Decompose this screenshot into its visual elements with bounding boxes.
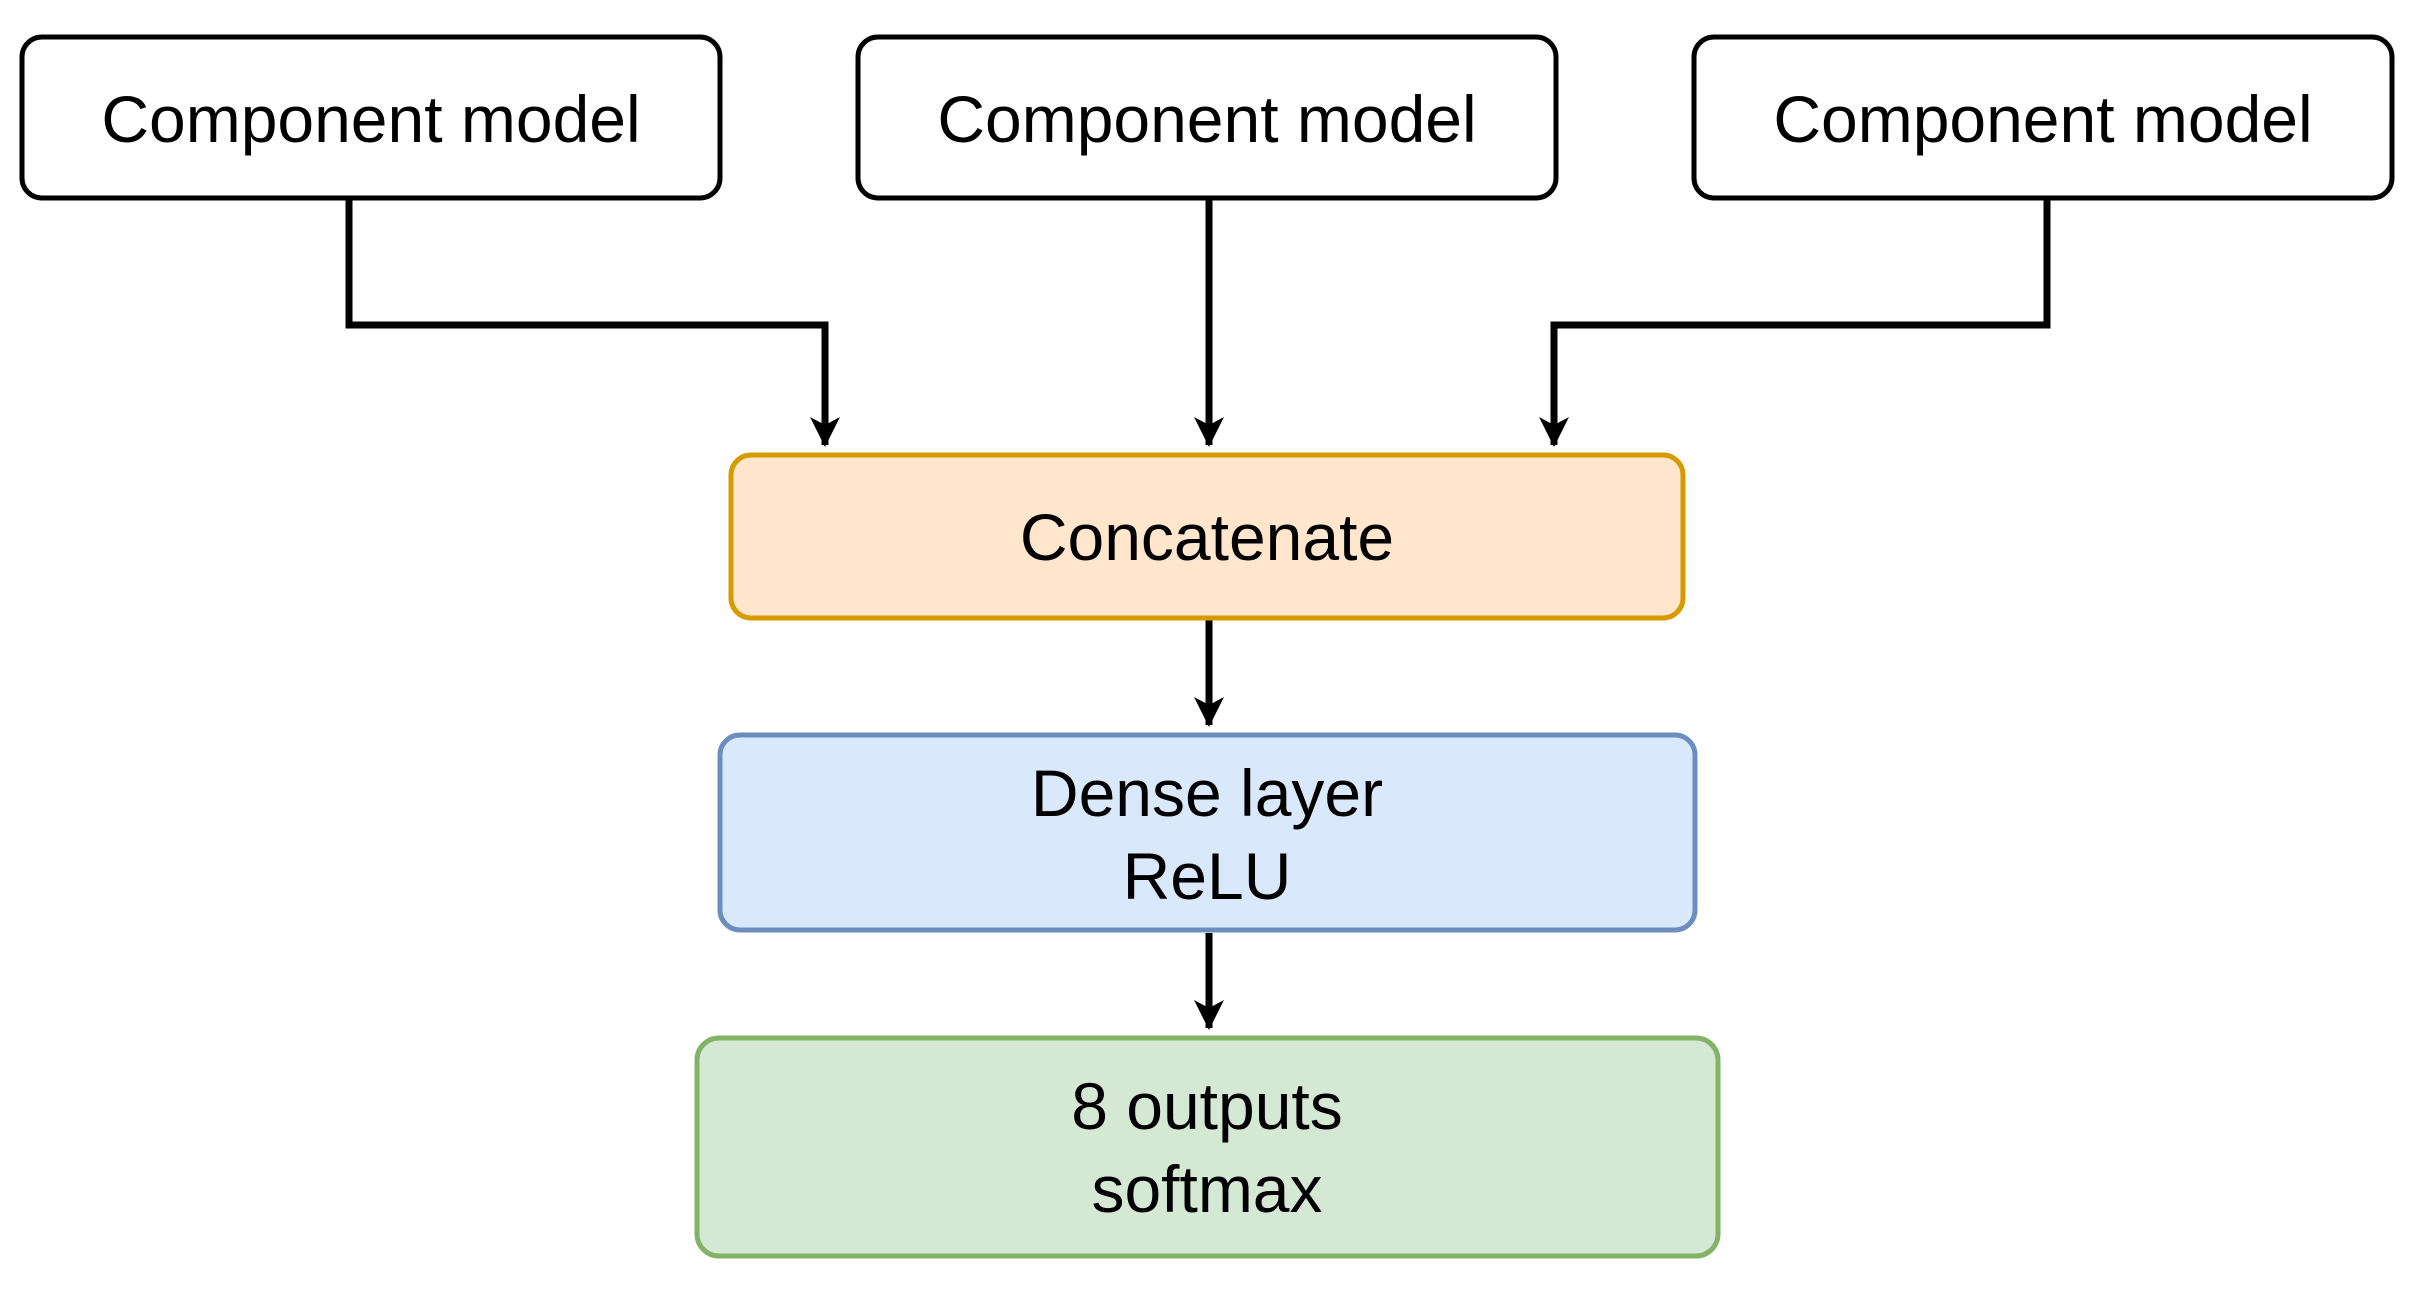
concatenate-label: Concatenate [1020, 500, 1394, 574]
component-model-box-2 [855, 34, 1559, 201]
concatenate-node: Concatenate [728, 452, 1686, 621]
component-model-box-3 [1691, 34, 2395, 201]
component-model-box-1 [19, 34, 723, 201]
edge-component-1-to-concatenate [345, 198, 840, 447]
output-count-label: 8 outputs [1071, 1069, 1343, 1143]
dense-activation-label: ReLU [1123, 839, 1292, 913]
edges [345, 198, 2051, 1030]
component-model-node-2: Component model [855, 34, 1559, 201]
component-model-node-1: Component model [19, 34, 723, 201]
concatenate-box [728, 452, 1686, 621]
edge-component-3-to-concatenate [1539, 198, 2051, 447]
dense-layer-node: Dense layer ReLU [717, 732, 1698, 933]
dense-layer-box [717, 732, 1698, 933]
component-model-label-2: Component model [937, 82, 1476, 156]
component-model-node-3: Component model [1691, 34, 2395, 201]
output-node: 8 outputs softmax [694, 1035, 1721, 1259]
dense-layer-label: Dense layer [1031, 756, 1383, 830]
output-box [694, 1035, 1721, 1259]
output-activation-label: softmax [1091, 1152, 1322, 1226]
component-model-label-3: Component model [1773, 82, 2312, 156]
component-model-label-1: Component model [101, 82, 640, 156]
